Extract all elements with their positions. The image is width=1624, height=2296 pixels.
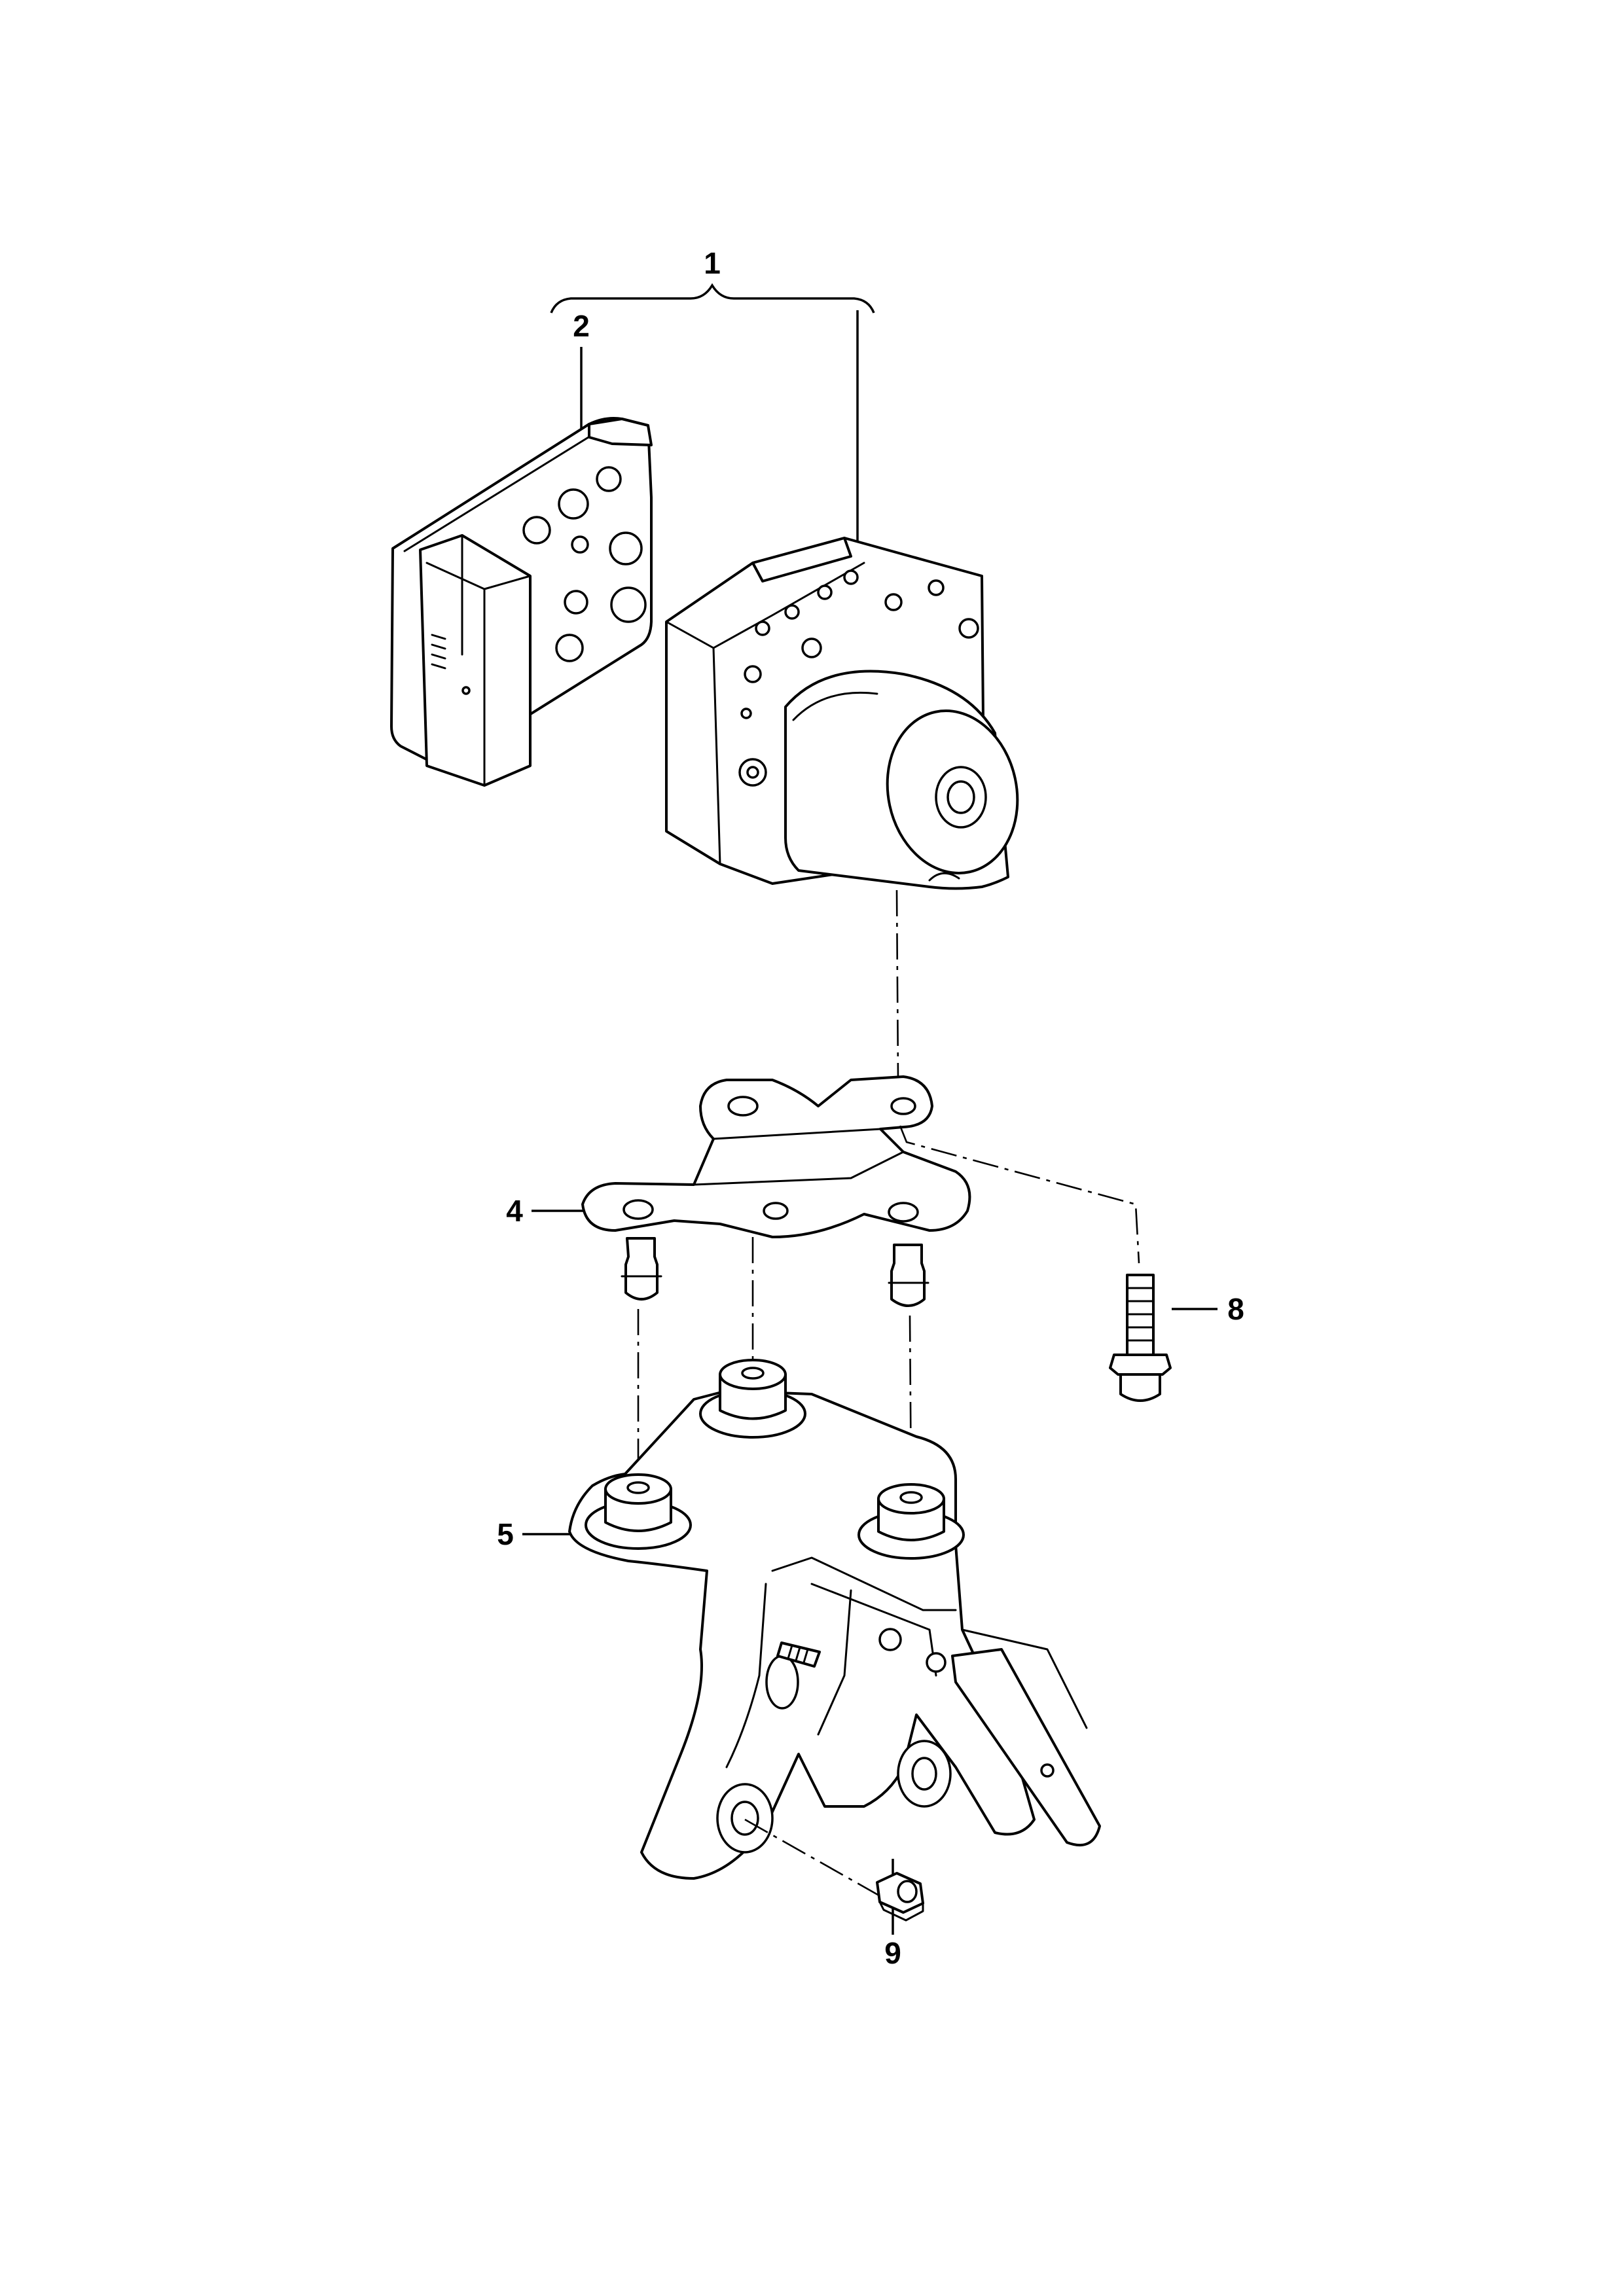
grommet-left — [585, 1473, 692, 1550]
callout-8: 8 — [1172, 1292, 1244, 1326]
control-unit — [390, 417, 653, 787]
callout-4: 4 — [506, 1194, 589, 1228]
grommet-right — [857, 1483, 965, 1560]
bolt — [1109, 1274, 1172, 1402]
callout-2: 2 — [573, 309, 590, 437]
centerline-nut — [744, 1818, 884, 1899]
hydraulic-unit — [665, 537, 1019, 890]
callout-5-label: 5 — [497, 1517, 514, 1551]
callout-9-label: 9 — [884, 1936, 901, 1970]
callout-1-bracket — [550, 283, 875, 314]
mounting-bracket — [581, 1075, 971, 1238]
nut — [876, 1872, 924, 1922]
callout-4-label: 4 — [506, 1194, 523, 1228]
centerline-hydraulic-unit — [895, 889, 899, 1081]
callout-1: 1 — [550, 246, 875, 569]
grommet-top — [699, 1359, 806, 1439]
callout-5: 5 — [497, 1517, 576, 1551]
callout-1-label: 1 — [704, 246, 721, 280]
callout-8-label: 8 — [1227, 1292, 1244, 1326]
centerline-bolt — [899, 1125, 1140, 1264]
callout-2-label: 2 — [573, 309, 590, 343]
pin-right — [888, 1244, 929, 1307]
pin-left — [621, 1237, 662, 1300]
base-bracket — [568, 1390, 1101, 1880]
